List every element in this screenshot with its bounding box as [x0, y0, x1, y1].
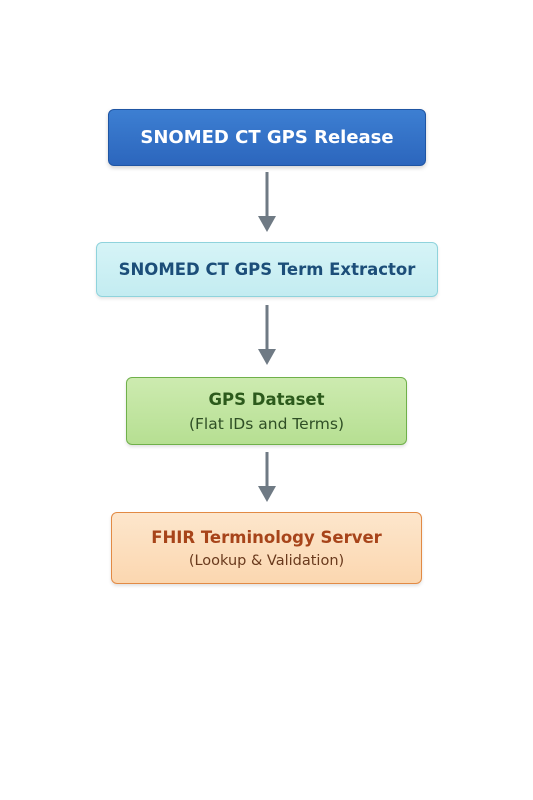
arrow-down-icon: [258, 305, 276, 365]
node-snomed-release: SNOMED CT GPS Release: [108, 109, 426, 166]
node-term-extractor: SNOMED CT GPS Term Extractor: [96, 242, 438, 297]
node-title: GPS Dataset: [208, 389, 325, 409]
node-title: SNOMED CT GPS Term Extractor: [118, 260, 416, 279]
node-title: SNOMED CT GPS Release: [140, 127, 394, 148]
node-gps-dataset: GPS Dataset (Flat IDs and Terms): [126, 377, 407, 445]
arrow-down-icon: [258, 452, 276, 502]
node-subtitle: (Flat IDs and Terms): [188, 414, 345, 433]
node-title: FHIR Terminology Server: [151, 527, 382, 547]
arrow-down-icon: [258, 172, 276, 232]
node-fhir-server: FHIR Terminology Server (Lookup & Valida…: [111, 512, 422, 584]
node-subtitle: (Lookup & Validation): [188, 552, 345, 569]
